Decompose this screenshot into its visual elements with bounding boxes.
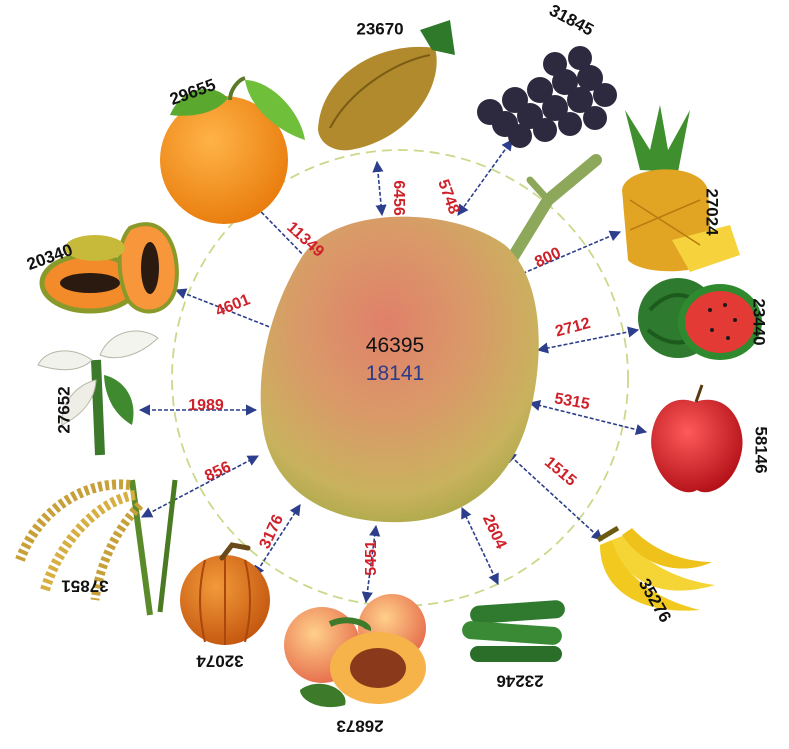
shared-label-peach: 5451 [363,540,380,576]
shared-label-ginger: 1989 [188,397,224,414]
shared-label-pumpkin: 3176 [257,512,288,552]
arrow-rice [142,456,258,517]
shared-label-cucumber: 2604 [479,512,510,552]
count-label-peach: 26873 [336,717,383,736]
cocoa-pod-icon [318,20,455,150]
count-label-cucumber: 23246 [496,672,543,691]
shared-label-pineapple: 800 [532,244,563,271]
count-label-ginger: 27652 [54,386,73,433]
shared-label-grape: 5748 [434,177,462,216]
center-secondary: 18141 [366,362,424,385]
mango-center: 46395 18141 [261,217,539,523]
papaya-icon [42,224,177,311]
count-label-rice: 37851 [61,577,108,596]
shared-label-cocoa: 6456 [390,180,407,216]
count-label-cocoa: 23670 [356,19,403,38]
count-label-pumpkin: 32074 [196,652,244,671]
grape-bunch-icon [477,46,617,148]
arrow-cocoa [377,162,382,215]
count-label-apple: 58146 [752,426,771,473]
watermelon-icon [638,278,762,360]
apple-icon [651,385,742,492]
center-total: 46395 [366,334,424,357]
count-label-grape: 31845 [546,1,597,40]
arrow-watermelon [538,330,638,350]
cucumber-icon [461,600,565,662]
shared-label-papaya: 4601 [213,291,252,320]
count-label-pineapple: 27024 [703,188,722,236]
shared-label-watermelon: 2712 [554,315,593,341]
shared-label-banana: 1515 [541,454,579,490]
count-label-watermelon: 23440 [750,298,769,345]
arrow-grape [458,140,512,215]
peach-icon [284,594,426,707]
shared-label-rice: 856 [202,458,233,485]
pumpkin-icon [180,545,270,645]
